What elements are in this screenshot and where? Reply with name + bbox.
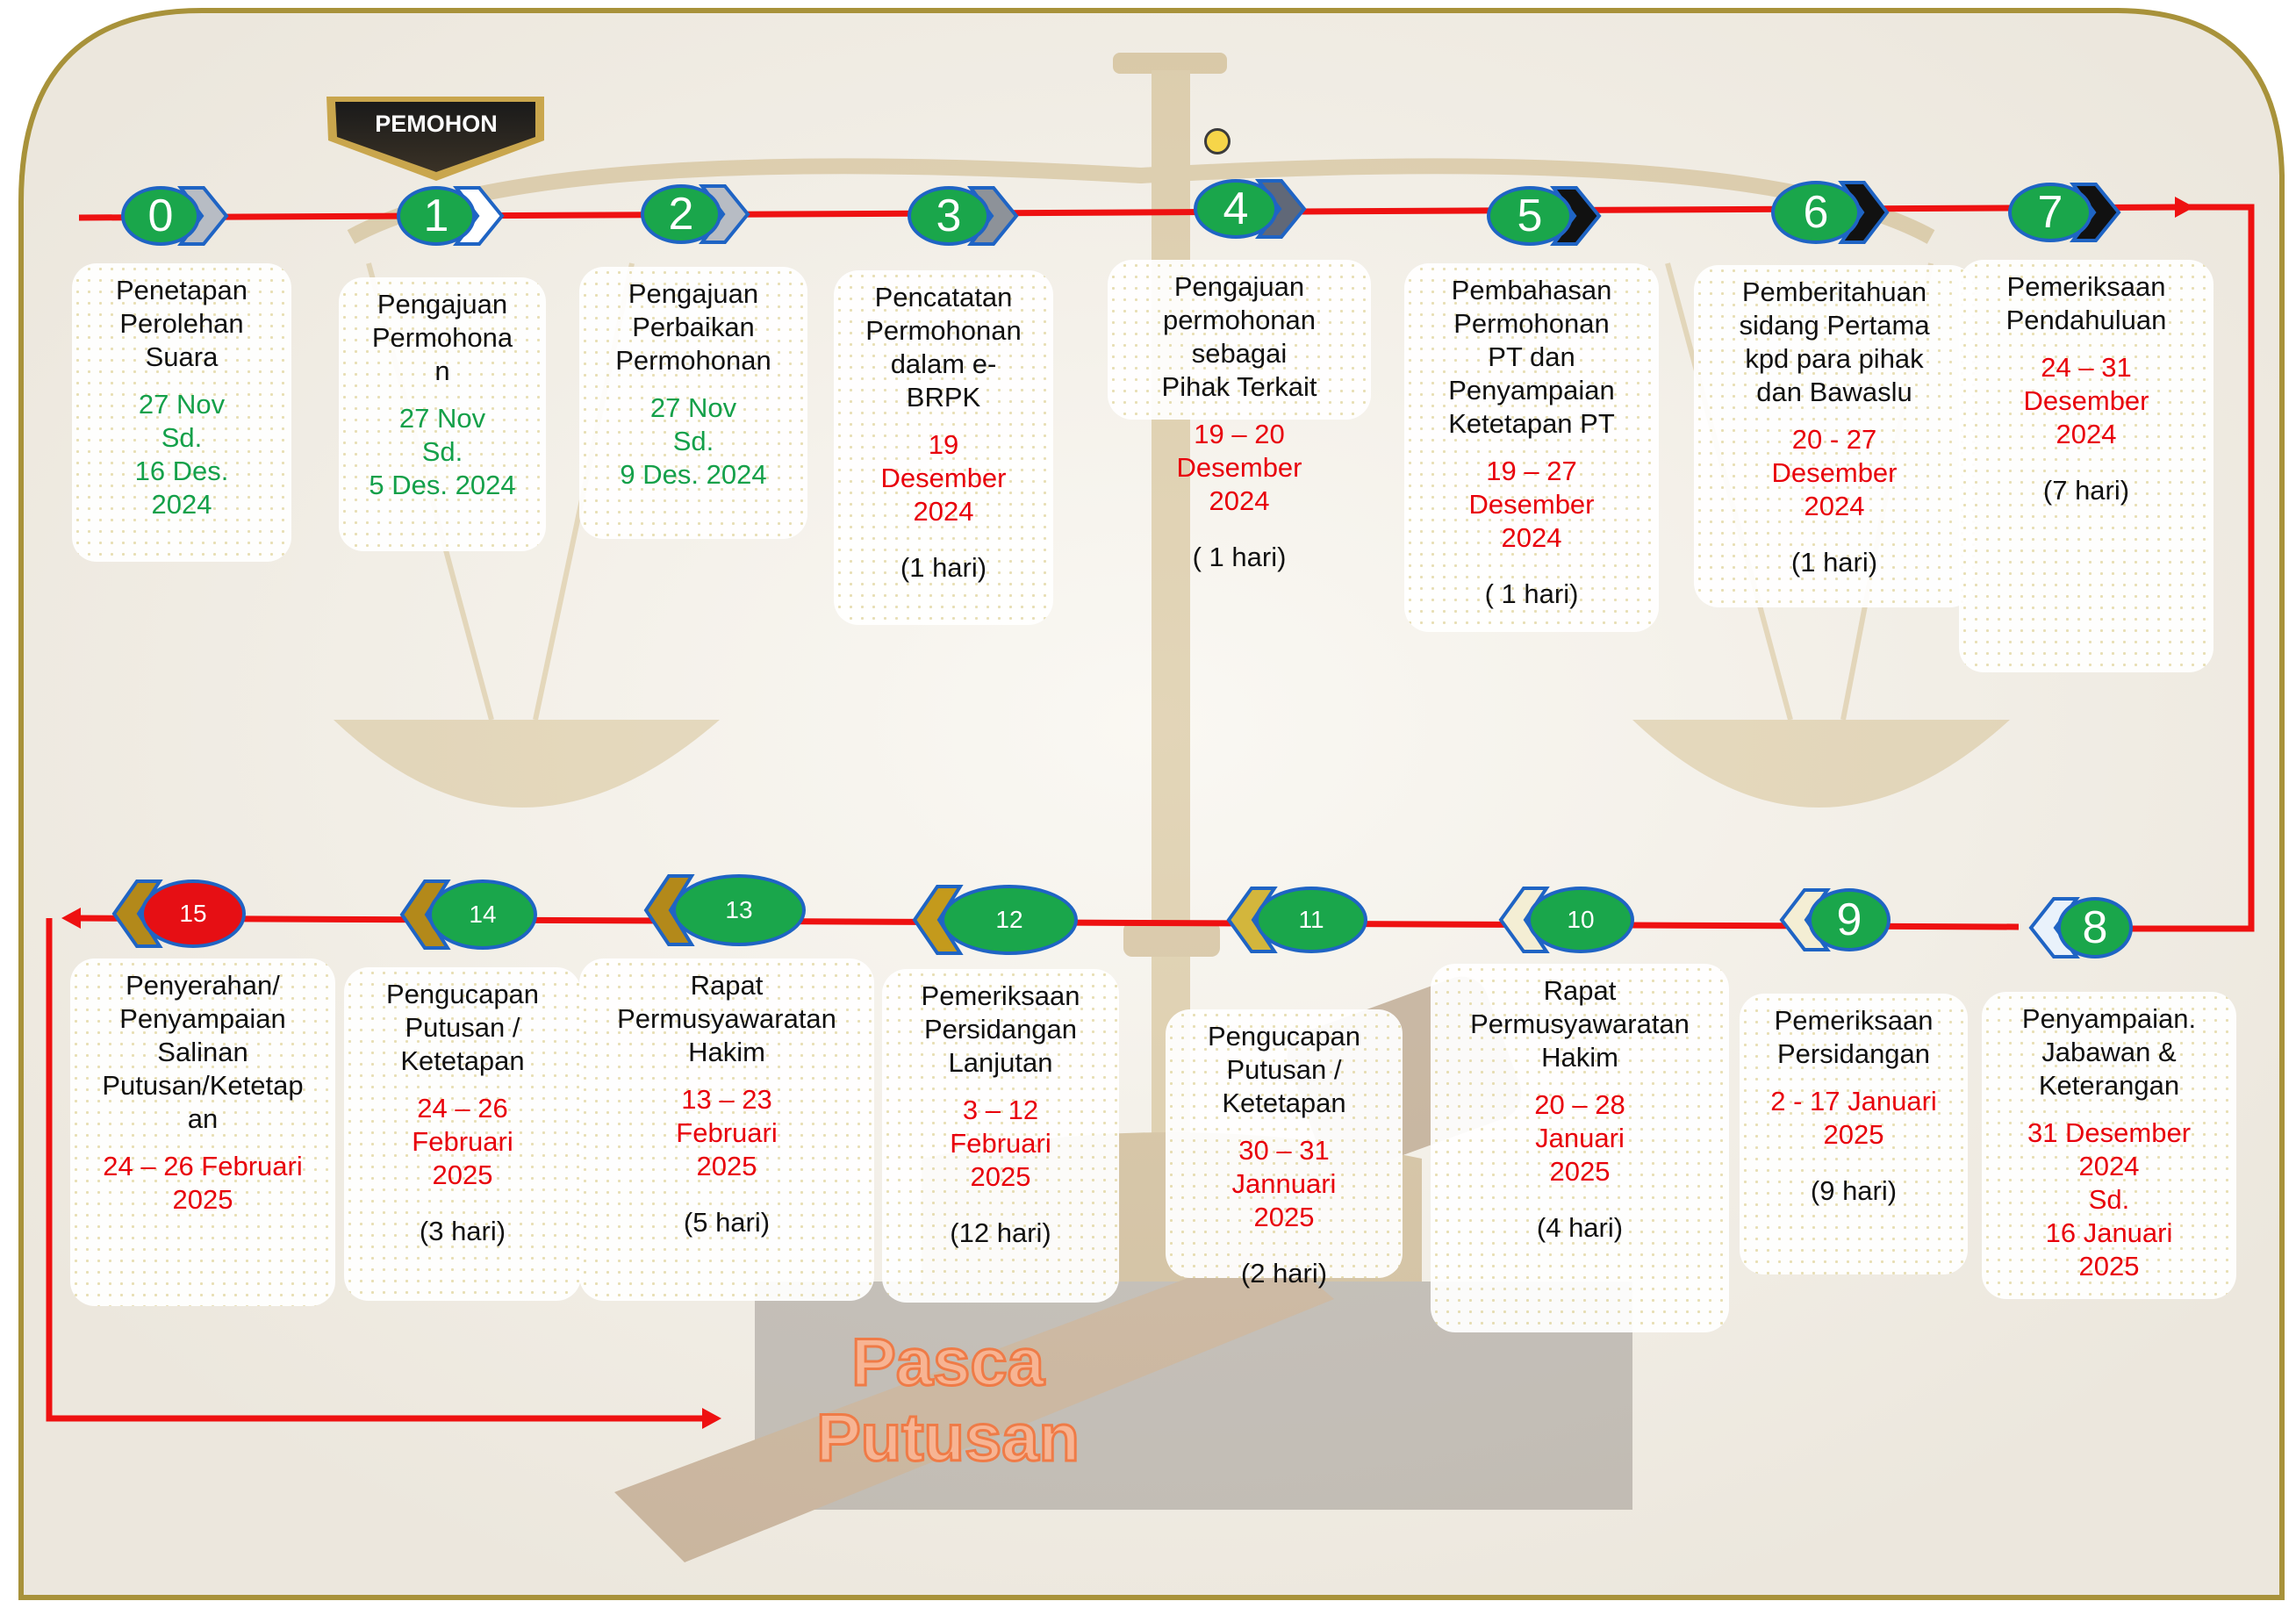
step-duration: (9 hari) [1810,1175,1898,1206]
step-date: 24 – 26 Februari 2025 [412,1093,513,1190]
step-number-badge: 11 [1255,887,1367,953]
step-card: Pemeriksaan Persidangan Lanjutan 3 – 12 F… [882,969,1119,1303]
step-number-badge: 0 [121,186,200,246]
footer-label: Pasca Putusan [755,1325,1141,1477]
step-date: 19 – 27 Desember 2024 [1468,456,1595,553]
step-card: Pemeriksaan Persidangan 2 - 17 Januari 20… [1740,994,1968,1274]
step-number-badge: 3 [908,186,990,246]
step-card: Penyampaian. Jabawan & Keterangan 31 Dese… [1982,992,2236,1299]
step-number-badge: 2 [641,184,721,244]
step-card: Pencatatan Permohonan dalam e- BRPK 19 De… [834,270,1053,625]
step-title: Rapat Permusyawaratan Hakim [617,970,836,1067]
step-card: Pemberitahuan sidang Pertama kpd para pi… [1694,265,1975,607]
step-number-badge: 10 [1527,887,1634,953]
step-title: Pembahasan Permohonan PT dan Penyampaian… [1448,275,1615,439]
step-card: Pemeriksaan Pendahuluan 24 – 31 Desember … [1959,260,2213,672]
step-number-badge: 13 [672,874,806,946]
step-number: 15 [179,900,207,927]
step-date: 19 – 20 Desember 2024 [1176,419,1302,516]
step-duration: (4 hari) [1536,1212,1624,1243]
step-title: Pengajuan Permohona n [371,289,513,386]
step-number: 4 [1223,183,1249,234]
step-card: Pengajuan permohonan sebagai Pihak Terka… [1108,260,1371,572]
step-card: Pengajuan Perbaikan Permohonan 27 Nov Sd.… [579,267,807,539]
step-title: Pemeriksaan Persidangan [1774,1005,1934,1069]
step-title: Penyampaian. Jabawan & Keterangan [2021,1003,2197,1101]
step-duration: (7 hari) [2042,475,2130,506]
step-number-badge: 15 [140,879,246,948]
step-date: 27 Nov Sd. 5 Des. 2024 [369,403,516,500]
step-date: 27 Nov Sd. 16 Des. 2024 [134,389,229,520]
banner-icon [326,97,544,181]
step-card: Pengajuan Permohona n 27 Nov Sd. 5 Des. 2… [339,277,546,551]
step-duration: (1 hari) [1790,547,1878,578]
step-number: 0 [147,190,174,241]
step-title: Pemeriksaan Persidangan Lanjutan [921,980,1080,1078]
footer-line2: Putusan [815,1400,1081,1477]
step-card: Rapat Permusyawaratan Hakim 20 – 28 Janua… [1431,964,1729,1332]
step-number: 8 [2082,902,2108,953]
step-title: Pengucapan Putusan / Ketetapan [1207,1021,1361,1118]
step-date: 27 Nov Sd. 9 Des. 2024 [620,392,767,490]
step-number-badge: 5 [1487,186,1573,246]
step-number: 1 [423,190,449,241]
step-date: 13 – 23 Februari 2025 [676,1084,778,1181]
step-title: Pengajuan permohonan sebagai Pihak Terka… [1161,271,1317,402]
step-title: Pemeriksaan Pendahuluan [2005,271,2167,335]
step-number: 11 [1298,906,1324,933]
step-number: 5 [1517,190,1543,241]
step-card: Pembahasan Permohonan PT dan Penyampaian… [1404,263,1659,632]
step-date: 20 – 28 Januari 2025 [1534,1089,1625,1187]
step-number: 7 [2037,187,2063,238]
step-title: Penetapan Perolehan Suara [116,275,248,372]
step-number: 6 [1803,187,1829,238]
step-title: Rapat Permusyawaratan Hakim [1470,975,1690,1073]
step-date: 30 – 31 Jannuari 2025 [1231,1135,1337,1232]
step-number: 12 [995,906,1023,933]
step-duration: ( 1 hari) [1484,578,1579,609]
step-number-badge: 12 [941,885,1078,955]
step-number: 13 [725,896,753,923]
step-title: Pencatatan Permohonan dalam e- BRPK [865,282,1022,413]
step-duration: (5 hari) [683,1207,771,1238]
step-number: 10 [1567,906,1595,933]
step-number: 3 [936,190,962,241]
step-number-badge: 7 [2008,183,2092,242]
step-number-badge: 4 [1194,179,1278,239]
step-number: 14 [469,901,497,928]
step-number-badge: 6 [1771,181,1861,244]
footer-line1: Pasca [850,1325,1046,1402]
step-card: Penyerahan/ Penyampaian Salinan Putusan/… [70,958,335,1306]
step-date: 2 - 17 Januari 2025 [1770,1086,1937,1150]
step-number-badge: 8 [2057,897,2133,958]
step-date: 20 - 27 Desember 2024 [1771,424,1898,521]
step-card: Rapat Permusyawaratan Hakim 13 – 23 Febru… [579,958,874,1301]
step-title: Pemberitahuan sidang Pertama kpd para pi… [1739,276,1930,407]
step-title: Penyerahan/ Penyampaian Salinan Putusan/… [102,970,304,1134]
step-number-badge: 14 [428,879,537,950]
step-number-badge: 9 [1808,888,1891,951]
step-duration: ( 1 hari) [1192,542,1287,572]
step-number: 2 [668,189,694,240]
step-duration: (3 hari) [419,1216,506,1246]
step-title: Pengajuan Perbaikan Permohonan [615,278,771,376]
step-date: 24 – 26 Februari 2025 [103,1151,303,1215]
step-duration: (2 hari) [1240,1258,1328,1289]
banner-label: PEMOHON [375,111,498,137]
step-number: 9 [1836,894,1862,945]
step-duration: (12 hari) [950,1217,1051,1248]
step-title: Pengucapan Putusan / Ketetapan [385,979,540,1076]
step-date: 31 Desember 2024 Sd. 16 Januari 2025 [2027,1117,2192,1282]
step-number-badge: 1 [397,186,476,246]
step-date: 24 – 31 Desember 2024 [2023,352,2149,449]
step-duration: (1 hari) [900,552,987,583]
step-card: Penetapan Perolehan Suara 27 Nov Sd. 16 D… [72,263,291,562]
marker-dot-icon [1204,128,1231,154]
step-date: 19 Desember 2024 [880,429,1007,527]
step-date: 3 – 12 Februari 2025 [950,1095,1051,1192]
step-card: Pengucapan Putusan / Ketetapan 24 – 26 Fe… [344,967,581,1301]
step-card: Pengucapan Putusan / Ketetapan 30 – 31 Ja… [1166,1009,1403,1289]
